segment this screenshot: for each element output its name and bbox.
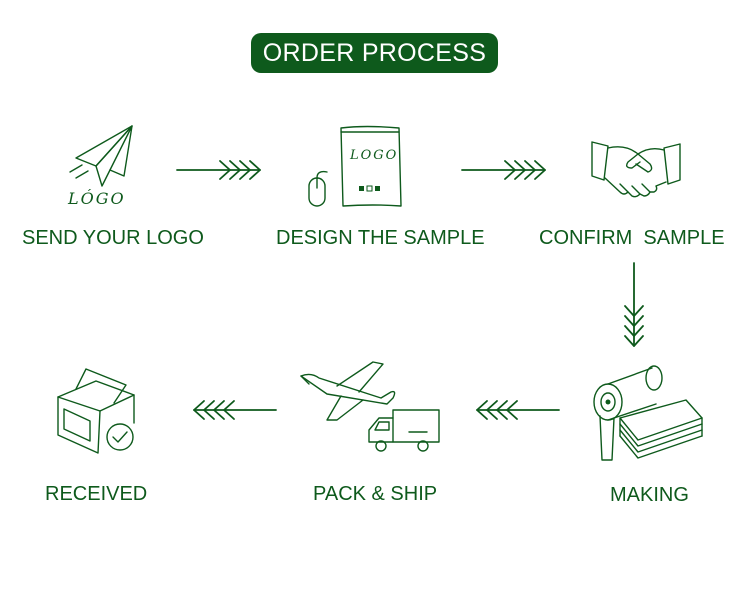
step-label-send-logo: SEND YOUR LOGO xyxy=(22,227,204,249)
logo-mark-text: LOGO xyxy=(349,148,398,163)
arrow-down-icon xyxy=(624,262,644,347)
fabric-roll-icon xyxy=(593,365,703,461)
page-title: ORDER PROCESS xyxy=(251,33,498,73)
logo-mark-text: LÓGO xyxy=(67,188,126,208)
sample-bag-mouse-icon: LOGO xyxy=(308,125,402,207)
handshake-icon xyxy=(591,141,681,198)
arrow-right-icon xyxy=(176,160,261,180)
step-label-confirm-sample: CONFIRM SAMPLE xyxy=(539,227,725,249)
arrow-left-icon xyxy=(476,400,560,420)
step-label-making: MAKING xyxy=(610,484,689,506)
step-label-pack-ship: PACK & SHIP xyxy=(313,483,438,505)
step-label-received: RECEIVED xyxy=(45,483,148,505)
arrow-left-icon xyxy=(193,400,277,420)
plane-truck-icon xyxy=(300,361,440,452)
box-check-icon xyxy=(57,368,135,454)
paper-plane-icon: LÓGO xyxy=(67,125,133,208)
arrow-right-icon xyxy=(461,160,546,180)
step-label-design-sample: DESIGN THE SAMPLE xyxy=(276,227,485,249)
